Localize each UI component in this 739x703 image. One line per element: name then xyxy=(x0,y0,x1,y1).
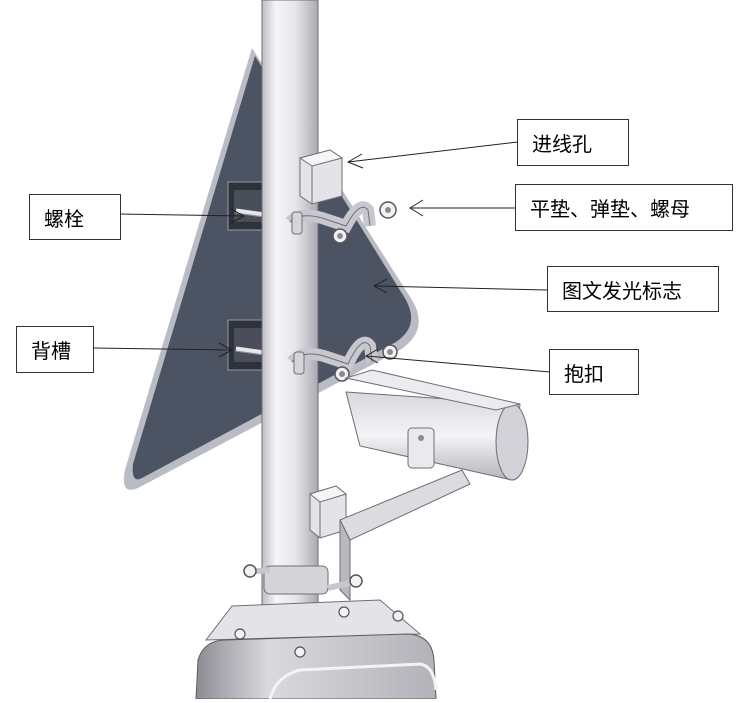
hoop-clamp-bottom xyxy=(243,564,363,595)
hoop-clamp-lower xyxy=(287,336,398,382)
leader-back-slot xyxy=(93,342,234,358)
lamp-assembly xyxy=(339,369,529,602)
label-luminous-sign: 图文发光标志 xyxy=(547,266,719,312)
leader-hoop-clamp xyxy=(365,348,551,373)
leader-luminous-sign xyxy=(372,278,549,294)
label-back-slot: 背槽 xyxy=(16,326,94,373)
label-washers-nut: 平垫、弹垫、螺母 xyxy=(515,184,733,231)
label-bolt: 螺栓 xyxy=(29,194,121,240)
leader-bolt xyxy=(120,208,246,224)
label-entry-hole: 进线孔 xyxy=(517,119,629,166)
hoop-clamp-upper xyxy=(285,201,397,244)
leader-washers-nut xyxy=(409,199,516,217)
pole xyxy=(261,0,319,641)
leader-entry-hole xyxy=(346,141,519,169)
label-hoop-clamp: 抱扣 xyxy=(549,349,639,395)
entry-hole-box-upper xyxy=(298,149,344,205)
base-control-box xyxy=(195,599,438,700)
entry-hole-box-lower xyxy=(308,485,348,539)
